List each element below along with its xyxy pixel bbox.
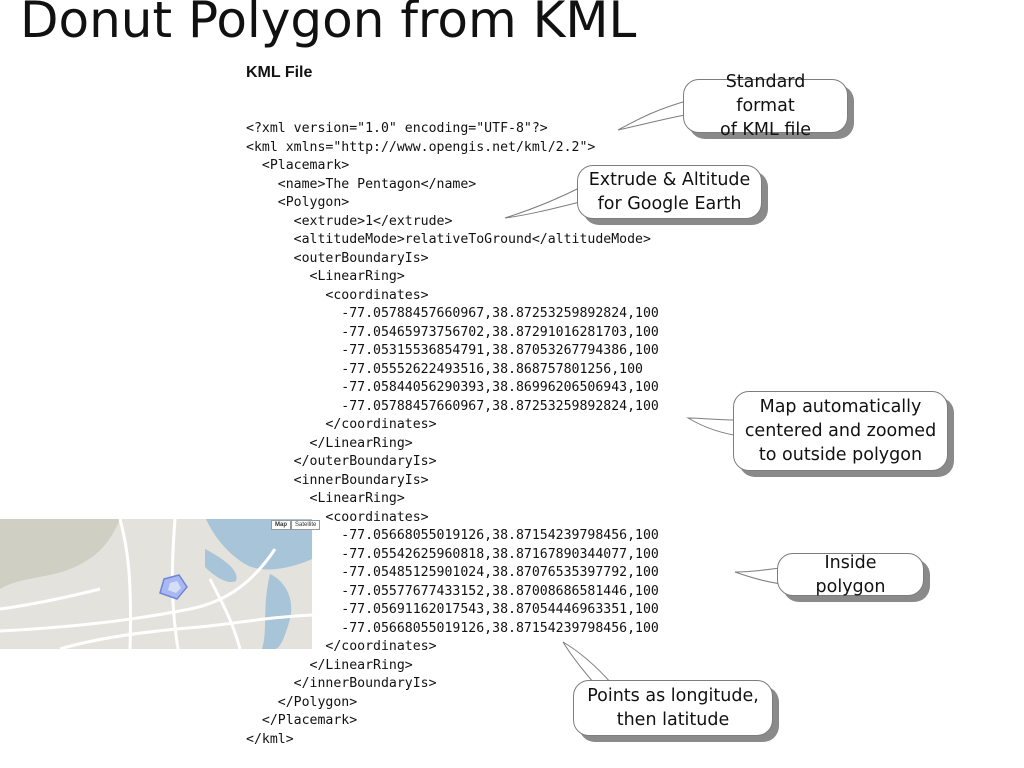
slide-title: Donut Polygon from KML [20, 0, 637, 49]
map-tab-satellite[interactable]: Satellite [291, 520, 321, 530]
code-line: -77.05691162017543,38.87054446963351,100 [246, 602, 659, 617]
code-line: <LinearRing> [246, 269, 405, 284]
code-line: </outerBoundaryIs> [246, 454, 437, 469]
map-lagoon [205, 549, 237, 583]
code-line: <Polygon> [246, 195, 350, 210]
callout-standard-format: Standard format of KML file [683, 72, 848, 140]
callout-map-centered: Map automatically centered and zoomed to… [733, 391, 948, 471]
code-line: </kml> [246, 731, 294, 747]
map-tab-map[interactable]: Map [271, 520, 291, 530]
code-line: <extrude>1</extrude> [246, 213, 453, 229]
code-line: </coordinates> [246, 417, 437, 432]
pentagon-inner-hole [168, 581, 181, 593]
callout-standard-format-text: Standard format of KML file [720, 72, 811, 140]
code-line: -77.05542625960818,38.87167890344077,100 [246, 546, 659, 562]
code-line: -77.05844056290393,38.86996206506943,100 [246, 380, 659, 395]
tail-standard-format [617, 99, 691, 131]
code-line: -77.05577677433152,38.87008686581446,100 [246, 583, 659, 599]
map-roads [0, 519, 312, 649]
map-channel [262, 574, 292, 649]
code-line: <coordinates> [246, 509, 429, 525]
code-line: </Polygon> [246, 694, 358, 710]
code-line: <outerBoundaryIs> [246, 250, 429, 266]
map-thumbnail[interactable] [0, 519, 312, 649]
kml-file-heading: KML File [246, 64, 313, 81]
callout-extrude-altitude: Extrude & Altitude for Google Earth [577, 165, 762, 219]
map-type-tabs: Map Satellite [271, 520, 321, 530]
code-line: </Placemark> [246, 713, 358, 728]
code-line: -77.05485125901024,38.87076535397792,100 [246, 565, 659, 580]
code-line: -77.05788457660967,38.87253259892824,100 [246, 306, 659, 321]
code-line: <altitudeMode>relativeToGround</altitude… [246, 232, 651, 247]
code-line: <?xml version="1.0" encoding="UTF-8"?> [246, 121, 548, 136]
callout-points-order-text: Points as longitude, then latitude [587, 686, 759, 730]
code-line: -77.05668055019126,38.87154239798456,100 [246, 620, 659, 636]
tail-inside-polygon [734, 567, 783, 585]
code-line: -77.05668055019126,38.87154239798456,100 [246, 528, 659, 543]
tail-map-centered [686, 417, 743, 437]
code-line: <innerBoundaryIs> [246, 472, 429, 488]
callout-inside-polygon: Inside polygon [777, 552, 924, 597]
code-line: -77.05788457660967,38.87253259892824,100 [246, 398, 659, 414]
code-line: </LinearRing> [246, 435, 413, 451]
kml-code-block: <?xml version="1.0" encoding="UTF-8"?> <k… [246, 120, 659, 749]
map-terrain [0, 519, 120, 589]
code-line: <name>The Pentagon</name> [246, 176, 477, 192]
callout-extrude-altitude-text: Extrude & Altitude for Google Earth [588, 170, 751, 214]
code-line: <coordinates> [246, 287, 429, 303]
code-line: </LinearRing> [246, 657, 413, 673]
code-line: <Placemark> [246, 158, 350, 173]
code-line: </coordinates> [246, 639, 437, 654]
map-river [206, 519, 312, 570]
callout-map-centered-text: Map automatically centered and zoomed to… [744, 397, 937, 465]
tail-extrude-altitude [504, 184, 589, 219]
code-line: </innerBoundaryIs> [246, 676, 437, 691]
code-line: -77.05315536854791,38.87053267794386,100 [246, 343, 659, 358]
code-line: -77.05465973756702,38.87291016281703,100 [246, 324, 659, 340]
map-canvas [0, 519, 312, 649]
code-line: <kml xmlns="http://www.opengis.net/kml/2… [246, 139, 596, 155]
callout-inside-polygon-text: Inside polygon [815, 552, 886, 597]
code-line: -77.05552622493516,38.868757801256,100 [246, 361, 643, 377]
code-line: <LinearRing> [246, 491, 405, 506]
callout-points-order: Points as longitude, then latitude [573, 680, 773, 736]
